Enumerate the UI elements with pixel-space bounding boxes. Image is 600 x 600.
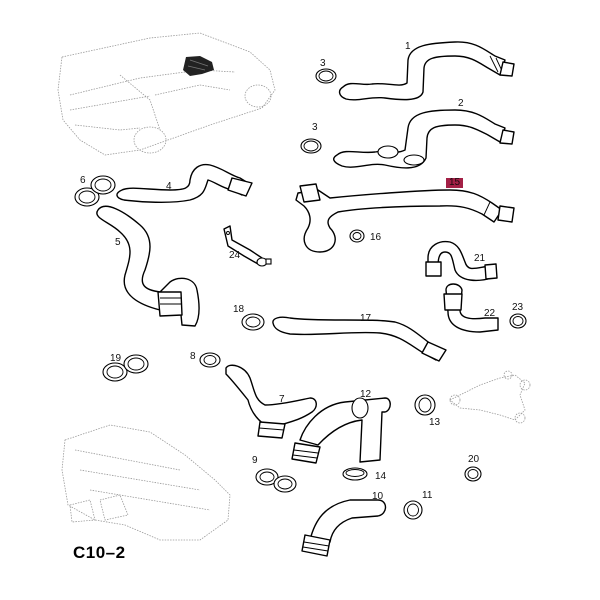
diagram-code: C10–2 bbox=[73, 543, 126, 562]
hose-22 bbox=[443, 283, 499, 333]
callout-6[interactable]: 6 bbox=[80, 175, 86, 186]
heater-housing bbox=[61, 424, 231, 541]
hose-1 bbox=[338, 41, 515, 101]
clamp-8 bbox=[199, 352, 221, 368]
callout-23[interactable]: 23 bbox=[512, 302, 524, 313]
vehicle-outline bbox=[57, 32, 276, 156]
heater-core-highlight bbox=[183, 56, 214, 76]
double-clamp-19 bbox=[102, 354, 149, 382]
callout-5[interactable]: 5 bbox=[115, 237, 121, 248]
callout-8[interactable]: 8 bbox=[190, 351, 196, 362]
hose-5 bbox=[96, 205, 200, 327]
callout-4[interactable]: 4 bbox=[166, 181, 172, 192]
hose-21 bbox=[425, 240, 498, 282]
clamp-14 bbox=[342, 467, 368, 481]
callout-18[interactable]: 18 bbox=[233, 304, 245, 315]
callout-19[interactable]: 19 bbox=[110, 353, 122, 364]
hose-17 bbox=[272, 316, 447, 362]
clamp-13 bbox=[414, 394, 436, 416]
clamp-11 bbox=[403, 500, 423, 520]
clamp-3b bbox=[300, 138, 322, 154]
callout-3b[interactable]: 3 bbox=[312, 122, 318, 133]
callout-9[interactable]: 9 bbox=[252, 455, 258, 466]
callout-13[interactable]: 13 bbox=[429, 417, 441, 428]
bracket-24 bbox=[223, 225, 272, 267]
callout-21[interactable]: 21 bbox=[474, 253, 486, 264]
double-clamp-9 bbox=[255, 468, 297, 493]
callout-12[interactable]: 12 bbox=[360, 389, 372, 400]
callout-24[interactable]: 24 bbox=[229, 250, 241, 261]
callout-11[interactable]: 11 bbox=[422, 490, 433, 501]
clamp-3a bbox=[315, 68, 337, 84]
double-clamp-6 bbox=[74, 175, 116, 207]
hose-4 bbox=[116, 163, 253, 204]
callout-10[interactable]: 10 bbox=[372, 491, 384, 502]
hose-2 bbox=[333, 109, 515, 169]
callout-17[interactable]: 17 bbox=[360, 313, 372, 324]
callout-15-highlighted[interactable]: 15 bbox=[446, 178, 464, 188]
callout-16[interactable]: 16 bbox=[370, 232, 382, 243]
hose-10 bbox=[301, 499, 387, 557]
hose-7 bbox=[225, 364, 317, 439]
callout-7[interactable]: 7 bbox=[279, 394, 285, 405]
callout-1[interactable]: 1 bbox=[405, 41, 411, 52]
distributor-valve bbox=[449, 370, 531, 424]
clamp-20 bbox=[464, 466, 482, 482]
hose-15 bbox=[295, 183, 515, 253]
clamp-16 bbox=[349, 229, 365, 243]
callout-22[interactable]: 22 bbox=[484, 308, 496, 319]
callout-20[interactable]: 20 bbox=[468, 454, 480, 465]
callout-3a[interactable]: 3 bbox=[320, 58, 326, 69]
callout-2[interactable]: 2 bbox=[458, 98, 464, 109]
clamp-18 bbox=[241, 313, 265, 331]
clamp-23 bbox=[509, 313, 527, 329]
callout-14[interactable]: 14 bbox=[375, 471, 387, 482]
t-hose-12 bbox=[291, 397, 391, 464]
